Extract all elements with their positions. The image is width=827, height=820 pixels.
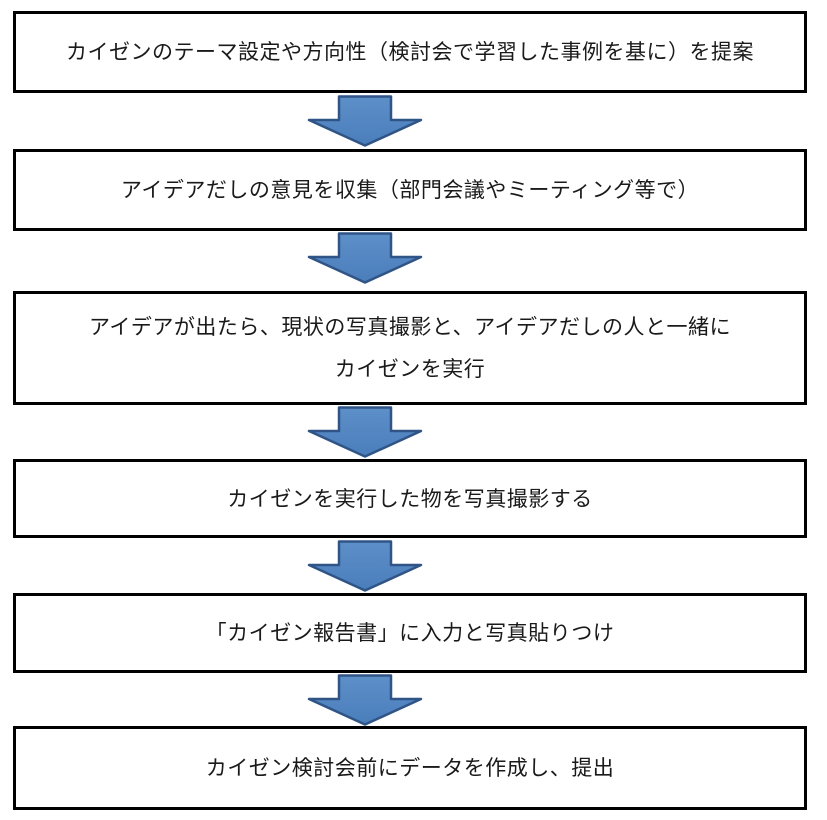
flow-step-box: アイデアだしの意見を収集（部門会議やミーティング等で） [13, 149, 807, 231]
flow-step-text: カイゼンを実行した物を写真撮影する [227, 486, 593, 511]
flow-step-text: カイゼンのテーマ設定や方向性（検討会で学習した事例を基に）を提案 [66, 40, 754, 64]
down-arrow-icon [307, 232, 423, 284]
down-arrow-icon [307, 674, 423, 726]
flow-step-text: アイデアが出たら、現状の写真撮影と、アイデアだしの人と一緒に カイゼンを実行 [88, 315, 732, 381]
down-arrow-icon [307, 406, 423, 458]
down-arrow-icon [307, 540, 423, 592]
flow-step-text: 「カイゼン報告書」に入力と写真貼りつけ [205, 621, 615, 645]
down-arrow-icon [307, 95, 423, 147]
flow-step-box: アイデアが出たら、現状の写真撮影と、アイデアだしの人と一緒に カイゼンを実行 [13, 291, 807, 405]
flow-step-box: カイゼン検討会前にデータを作成し、提出 [13, 726, 807, 810]
flow-step-text: アイデアだしの意見を収集（部門会議やミーティング等で） [120, 178, 700, 202]
flow-step-box: カイゼンのテーマ設定や方向性（検討会で学習した事例を基に）を提案 [13, 11, 807, 93]
flow-step-box: カイゼンを実行した物を写真撮影する [13, 459, 807, 538]
flow-step-text: カイゼン検討会前にデータを作成し、提出 [205, 756, 615, 780]
flow-step-box: 「カイゼン報告書」に入力と写真貼りつけ [13, 593, 807, 673]
